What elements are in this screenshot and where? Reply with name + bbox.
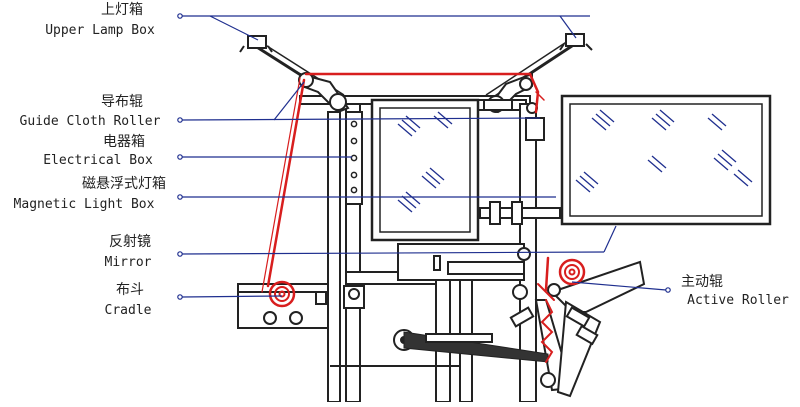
label-magnetic-light-box: 磁悬浮式灯箱 Magnetic Light Box [14,176,166,212]
magnetic-light-box-right [479,94,772,226]
label-electrical-box: 电器箱 Electrical Box [43,134,153,168]
label-mirror: 反射镜 Mirror [105,234,152,270]
svg-text:Mirror: Mirror [105,255,152,270]
active-roller-unit [393,260,646,398]
svg-text:Guide Cloth Roller: Guide Cloth Roller [20,114,161,129]
svg-text:Upper Lamp Box: Upper Lamp Box [45,23,155,38]
svg-text:Magnetic Light Box: Magnetic Light Box [14,197,155,212]
magnetic-light-box-left [370,98,480,242]
svg-text:电器箱: 电器箱 [103,134,145,150]
label-upper-lamp-box: 上灯箱 Upper Lamp Box [45,2,155,38]
glass-hatch-left [397,111,453,213]
svg-text:上灯箱: 上灯箱 [101,2,143,18]
svg-text:磁悬浮式灯箱: 磁悬浮式灯箱 [82,176,166,192]
label-guide-cloth-roller: 导布辊 Guide Cloth Roller [20,94,161,129]
svg-text:反射镜: 反射镜 [109,234,151,250]
svg-text:Cradle: Cradle [105,303,152,318]
svg-text:导布辊: 导布辊 [101,94,143,110]
svg-text:Active Roller: Active Roller [687,293,789,308]
electrical-box [345,111,363,205]
svg-text:Electrical Box: Electrical Box [43,153,153,168]
label-cradle: 布斗 Cradle [105,282,152,318]
svg-text:布斗: 布斗 [116,282,144,298]
glass-hatch-right [575,109,753,193]
svg-text:主动辊: 主动辊 [681,274,723,290]
fabric-path [261,72,586,363]
mirror [397,243,531,281]
guide-cloth-rollers [298,72,538,114]
label-active-roller: 主动辊 Active Roller [681,274,789,308]
leader-lines [177,13,671,300]
